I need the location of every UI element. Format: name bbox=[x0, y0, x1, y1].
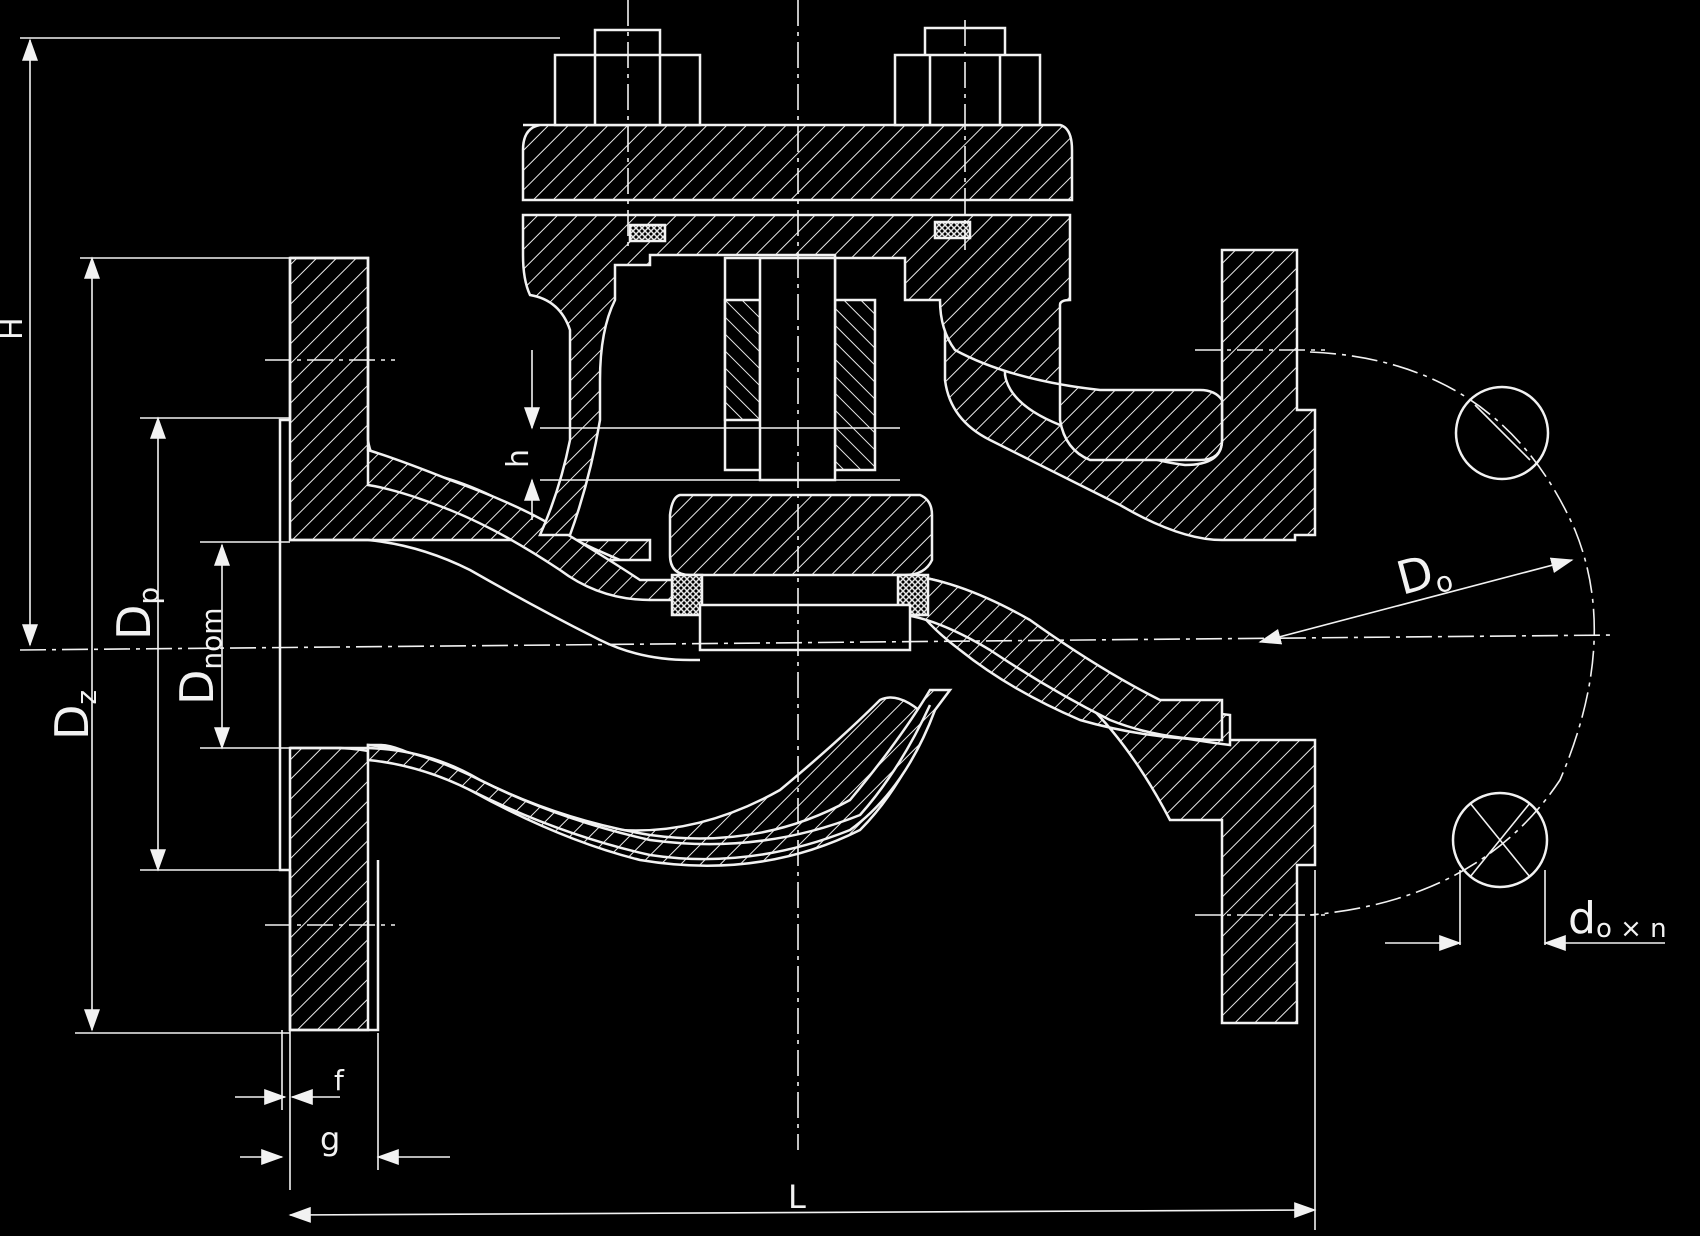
dim-do bbox=[1258, 557, 1574, 645]
label-Dnom: Dnom bbox=[170, 607, 228, 705]
stem-right-sleeve bbox=[833, 298, 877, 472]
label-g: g bbox=[320, 1120, 340, 1158]
gasket-right bbox=[933, 220, 972, 240]
bolt-hole-upper bbox=[1454, 385, 1550, 481]
label-H: H bbox=[0, 317, 30, 340]
flow-passage-lower bbox=[290, 704, 932, 846]
right-bolt bbox=[893, 26, 1042, 127]
label-do-n: do × n bbox=[1568, 893, 1667, 944]
label-Dp: Dp bbox=[107, 587, 165, 640]
right-flange-lower bbox=[902, 588, 1317, 1025]
flow-passage-upper bbox=[290, 538, 700, 662]
label-h: h bbox=[501, 449, 536, 468]
label-Do: Do bbox=[1391, 540, 1457, 610]
body-right-wall bbox=[903, 573, 1224, 742]
bolt-hole-lower bbox=[1451, 791, 1549, 889]
seat-ring-left bbox=[670, 573, 704, 617]
label-L: L bbox=[788, 1178, 806, 1216]
label-f: f bbox=[334, 1064, 345, 1097]
stem-left-sleeve bbox=[723, 298, 762, 422]
seat-plate bbox=[698, 603, 912, 652]
bonnet bbox=[521, 213, 1224, 537]
main-axis-horizontal bbox=[19, 634, 1616, 651]
valve-disc bbox=[668, 493, 934, 577]
bolt-circle-arc bbox=[1309, 351, 1596, 916]
gasket-left bbox=[628, 223, 667, 243]
dim-l bbox=[288, 1202, 1317, 1223]
label-Dz: Dz bbox=[45, 690, 103, 740]
